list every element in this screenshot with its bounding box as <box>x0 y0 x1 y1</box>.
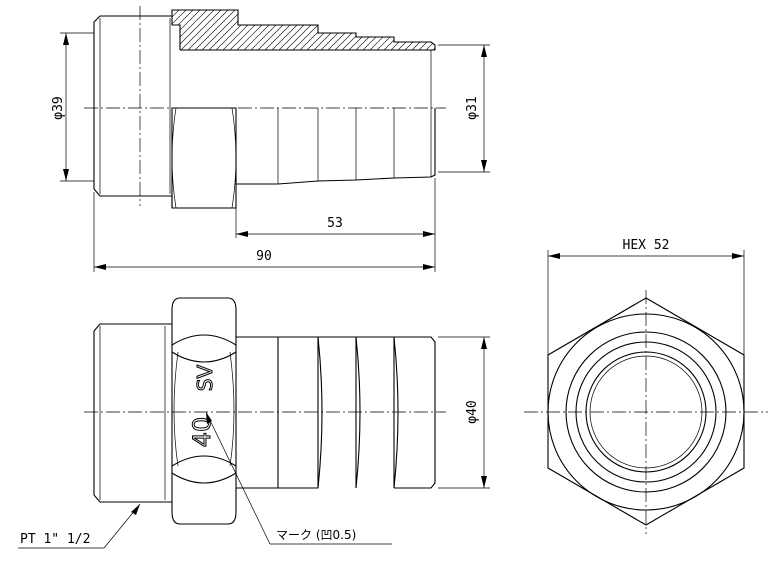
side-dimensions: φ40 <box>438 336 490 489</box>
dim-len-53: 53 <box>327 216 343 231</box>
top-dimensions: φ39 φ31 53 90 <box>51 32 490 272</box>
body-marking-logo: SV <box>193 365 217 392</box>
callout-thread: PT 1" 1/2 <box>20 532 90 547</box>
top-section-view <box>84 6 446 209</box>
callout-mark: マーク (凹0.5) <box>276 528 356 542</box>
barb-1 <box>278 336 323 489</box>
end-view <box>524 290 768 534</box>
side-view: 40 SV <box>84 297 446 525</box>
hex-dimension: HEX 52 <box>547 238 745 355</box>
dim-hex-52: HEX 52 <box>623 238 670 253</box>
dim-dia-39: φ39 <box>51 96 66 119</box>
hex-nut: 40 SV <box>171 297 237 525</box>
barb-2 <box>318 336 361 489</box>
barb-3 <box>356 336 399 489</box>
callouts: PT 1" 1/2 マーク (凹0.5) <box>18 411 392 549</box>
dim-dia-40: φ40 <box>465 400 480 423</box>
body-marking-size: 40 <box>188 417 216 448</box>
barb-4 <box>394 336 436 489</box>
dim-len-90: 90 <box>256 249 272 264</box>
dim-dia-31: φ31 <box>465 96 480 119</box>
